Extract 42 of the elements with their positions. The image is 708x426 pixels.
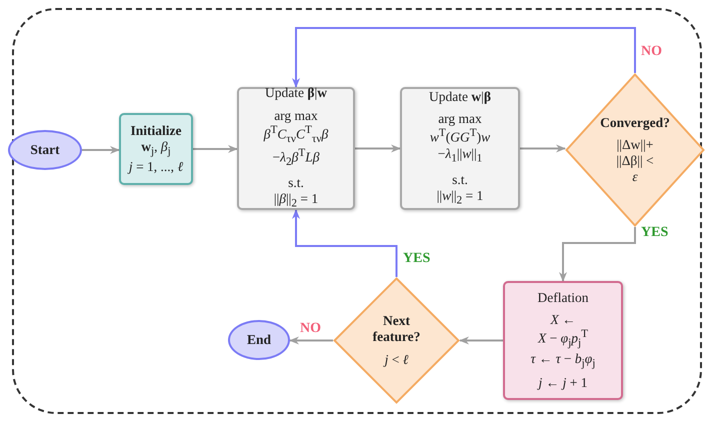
box-text: arg max <box>438 110 482 128</box>
box-text: arg max <box>274 108 318 124</box>
arrow <box>459 336 503 344</box>
box-text: w$^{T}$(GG$^{T}$)w <box>430 127 490 146</box>
process-box <box>503 281 623 400</box>
box-heading: Converged? <box>600 114 670 131</box>
box-heading: Next feature? <box>372 313 422 346</box>
box-text: End <box>246 332 272 348</box>
box-text: Start <box>30 142 60 158</box>
box-text: s.t. <box>452 172 468 188</box>
box-text: −λ$_{1}$||w||$_{1}$ <box>438 146 482 166</box>
box-text: X ← <box>550 312 576 328</box>
box-text: j ← j + 1 <box>538 375 588 392</box>
box-heading: Update β|w <box>265 85 327 102</box>
box-text: −λ$_{2}$β$^{T}$Lβ <box>272 146 320 170</box>
process-box <box>119 113 193 185</box>
box-text: τ ← τ − b$_{j}$φ$_{j}$ <box>530 350 596 372</box>
box-text: ||w||$_{2}$ = 1 <box>436 188 484 208</box>
box-text: s.t. <box>288 175 304 192</box>
arrow <box>289 336 333 344</box>
arrow <box>292 27 636 88</box>
arrow <box>82 146 120 154</box>
arrow <box>355 144 401 152</box>
box-text: ||Δw||+ <box>616 136 654 153</box>
arrow <box>292 209 398 277</box>
decision-diamond <box>333 277 460 404</box>
arrow <box>193 145 238 153</box>
box-text: w$_{j}$, β$_{j}$ <box>141 138 171 160</box>
box-text: j < ℓ <box>384 352 408 368</box>
box-text: ||β||$_{2}$ = 1 <box>274 191 318 212</box>
decision-diamond <box>565 73 705 227</box>
box-heading: Initialize <box>130 122 182 139</box>
arrow <box>559 227 636 282</box>
box-heading: Update w|β <box>429 88 491 105</box>
arrow <box>520 144 566 152</box>
box-text: ε <box>632 169 638 186</box>
box-text: j = 1, ..., ℓ <box>128 159 184 176</box>
process-box <box>237 87 355 210</box>
process-box <box>400 87 520 210</box>
box-text: β$^{T}$C$_{τν}$C$^{T}$$_{τν}$β <box>264 124 328 146</box>
box-text: ||Δβ|| < <box>616 153 654 170</box>
box-heading: Deflation <box>538 290 588 306</box>
